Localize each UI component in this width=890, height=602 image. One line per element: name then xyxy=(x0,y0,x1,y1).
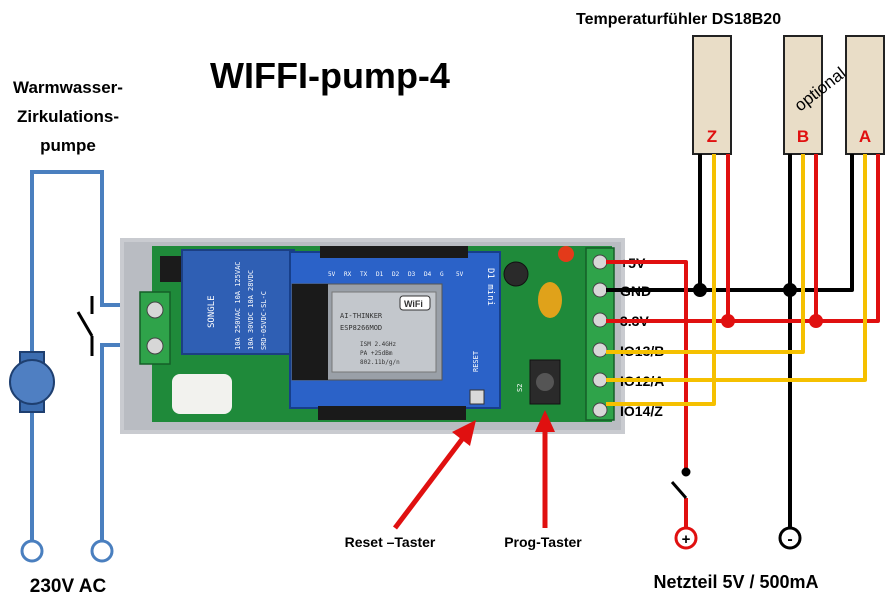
pin-label-0: 5V xyxy=(328,271,336,278)
pump-motor-icon xyxy=(9,351,55,413)
relay-switch-symbol xyxy=(76,296,94,356)
sensor-wiring xyxy=(606,154,880,530)
pump-label-line1: Warmwasser- xyxy=(13,78,123,97)
relay-line-1: 10A 250VAC 10A 125VAC xyxy=(234,261,242,350)
module-spec-2: PA +25dBm xyxy=(360,350,393,357)
supply-minus-symbol: - xyxy=(787,531,792,548)
relay-terminal-block xyxy=(139,291,171,365)
supply-plus-terminal xyxy=(674,526,698,550)
sensor-body-z xyxy=(692,35,732,155)
reset-silkscreen: RESET xyxy=(472,350,480,372)
pin-label-4: D2 xyxy=(392,271,400,278)
relay-brand: SONGLE xyxy=(207,295,217,328)
relay-component: SONGLE 10A 250VAC 10A 125VAC 10A 30VDC 1… xyxy=(181,249,295,355)
diagram-title: WIFFI-pump-4 xyxy=(210,55,450,96)
prog-button-label: Prog-Taster xyxy=(504,534,582,550)
mains-label: 230V AC xyxy=(30,576,107,597)
pin-label-1: RX xyxy=(344,271,352,278)
wire-3v3-a xyxy=(816,154,880,323)
sensor-letter-a: A xyxy=(859,127,871,146)
wire-data-a xyxy=(606,154,867,382)
reset-button-label: Reset –Taster xyxy=(345,534,436,550)
terminal-label-io14: IO14/Z xyxy=(620,403,663,419)
sensor-letter-b: B xyxy=(797,127,809,146)
sensors-header: Temperaturfühler DS18B20 xyxy=(576,11,781,28)
wire-gnd-a xyxy=(790,154,854,292)
terminal-labels: +5V GND 3.3V IO13/B IO12/A IO14/Z xyxy=(620,255,664,419)
wire-5v xyxy=(606,260,688,470)
mains-terminal-1 xyxy=(20,539,44,563)
supply-minus-terminal xyxy=(778,526,802,550)
wifi-badge: WiFi xyxy=(404,299,423,309)
module-spec-1: ISM 2.4GHz xyxy=(360,341,397,348)
pin-label-5: D3 xyxy=(408,271,416,278)
sensor-z: Z xyxy=(692,35,732,155)
supply-plus-symbol: + xyxy=(682,531,691,548)
wire-data-z xyxy=(606,154,716,406)
relay-line-2: 10A 30VDC 10A 28VDC xyxy=(247,270,255,350)
status-led xyxy=(558,246,574,262)
reset-button-component xyxy=(469,389,485,405)
module-model: ESP8266MOD xyxy=(340,324,382,332)
junction-dots xyxy=(693,283,823,328)
wire-data-b xyxy=(606,154,805,354)
sensor-a: A xyxy=(845,35,885,155)
pump-labels: Warmwasser- Zirkulations- pumpe xyxy=(13,78,123,155)
pin-label-3: D1 xyxy=(376,271,384,278)
module-vendor: AI-THINKER xyxy=(340,312,383,320)
pump-label-line3: pumpe xyxy=(40,136,96,155)
relay-line-3: SRD-05VDC-SL-C xyxy=(260,291,268,350)
sensor-body-a xyxy=(845,35,885,155)
reset-arrow-head xyxy=(452,420,476,446)
supply-switch-symbol xyxy=(670,467,691,499)
d1-mini-label: D1 mini xyxy=(485,268,495,306)
pin-label-2: TX xyxy=(360,271,368,278)
sensor-terminal-block xyxy=(585,247,615,421)
sensor-letter-z: Z xyxy=(707,127,717,146)
wiffi-board: SONGLE 10A 250VAC 10A 125VAC 10A 30VDC 1… xyxy=(120,238,625,434)
esp-module: WiFi AI-THINKER ESP8266MOD ISM 2.4GHz PA… xyxy=(291,283,443,381)
module-spec-3: 802.11b/g/n xyxy=(360,359,400,366)
power-supply: + - Netzteil 5V / 500mA xyxy=(653,526,819,592)
s2-silkscreen: S2 xyxy=(516,384,524,392)
pin-label-6: D4 xyxy=(424,271,432,278)
pump-label-line2: Zirkulations- xyxy=(17,107,119,126)
reset-arrow-shaft xyxy=(393,432,468,530)
pin-label-7: G xyxy=(440,271,444,278)
supply-label: Netzteil 5V / 500mA xyxy=(653,572,818,592)
button-arrows xyxy=(393,410,555,530)
prog-arrow-head xyxy=(535,410,555,432)
pin-label-8: 5V xyxy=(456,271,464,278)
mains-terminal-2 xyxy=(90,539,114,563)
